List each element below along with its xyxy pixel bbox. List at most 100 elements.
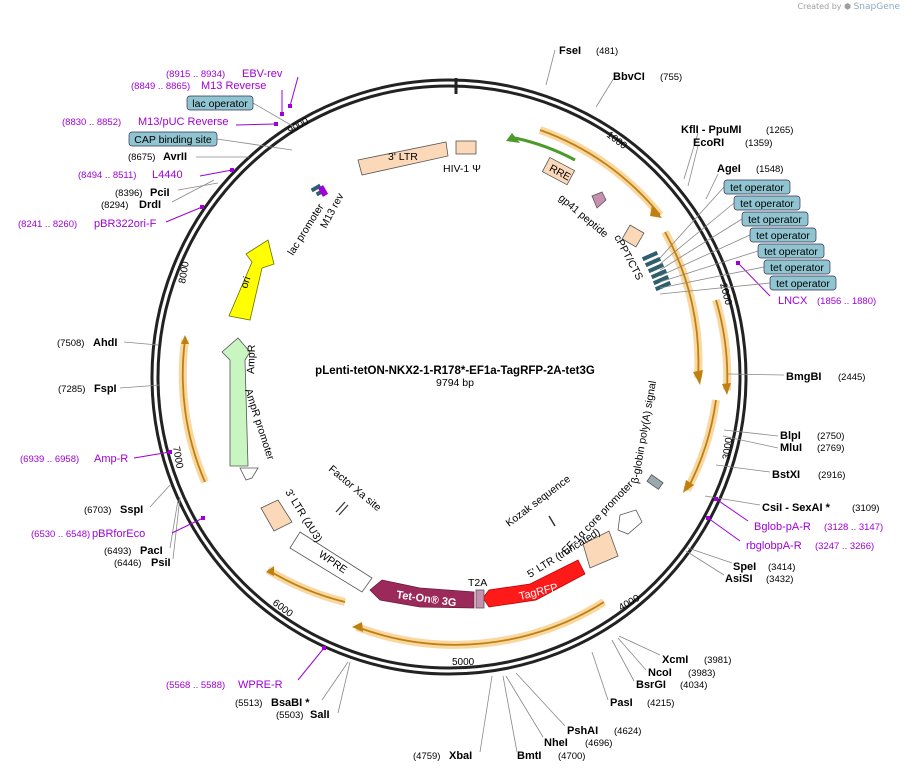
- kozak-label: Kozak sequence: [504, 473, 573, 529]
- feature-leader: [216, 138, 293, 151]
- enzyme-position: (8396): [115, 188, 142, 199]
- enzyme-position: (4759): [413, 751, 440, 762]
- enzyme-name: PsiI: [151, 557, 171, 569]
- t2a-box: [475, 589, 485, 609]
- primer-name: pBR322ori-F: [94, 218, 157, 230]
- feature-box: [128, 131, 218, 147]
- tick-label-7000: 7000: [170, 446, 185, 470]
- ltr3-box: [357, 141, 449, 176]
- primer-leader: [707, 517, 741, 542]
- enzyme-leader-NcoI: [617, 637, 647, 671]
- tet-operator-leader: [659, 282, 771, 295]
- tick-label-5000: 5000: [452, 657, 475, 668]
- enzyme-position: (3414): [768, 562, 795, 573]
- enzyme-name: XcmI: [662, 654, 688, 666]
- enzyme-position: (2750): [817, 431, 844, 442]
- orf-arrowhead-2: [693, 370, 703, 385]
- primer-range: (8849 .. 8865): [131, 81, 190, 92]
- primer-site-marker: [274, 122, 278, 126]
- enzyme-leader-BmgBI: [727, 373, 785, 376]
- bglob-pa-box: [646, 474, 664, 490]
- enzyme-leader-FseI: [545, 49, 556, 86]
- orf-arrowhead-6: [266, 566, 274, 576]
- hiv-psi-box: [455, 140, 477, 155]
- factor-xa-marker-2: [338, 504, 349, 516]
- enzyme-position: (2916): [818, 470, 845, 481]
- enzyme-leader-BsaBI: [321, 661, 349, 701]
- tet-operator-label: tet operator: [740, 198, 794, 210]
- enzyme-leader-BstXI: [715, 464, 771, 473]
- enzyme-position: (3432): [766, 574, 793, 585]
- enzyme-leader-BsrGI: [611, 639, 635, 682]
- orf-arc-7-line: [181, 339, 206, 483]
- tagrfp-arrow: [482, 559, 586, 608]
- enzyme-position: (4215): [647, 698, 674, 709]
- feature-leader: [252, 102, 297, 129]
- enzyme-name: AsiSI: [725, 573, 753, 585]
- primer-range: (8915 .. 8934): [166, 69, 225, 80]
- enzyme-position: (1265): [766, 125, 793, 136]
- primer-name: Bglob-pA-R: [754, 521, 811, 533]
- enzyme-leader-SpeI: [687, 547, 733, 564]
- enzyme-position: (4624): [614, 726, 641, 737]
- tet-operator-leader: [659, 186, 725, 259]
- primer-leader: [297, 647, 325, 681]
- tet-operator-leader: [659, 218, 743, 271]
- factor-xa-marker: [335, 501, 346, 513]
- primer-range: (8241 .. 8260): [18, 219, 77, 230]
- gp41-marker: [591, 191, 607, 209]
- enzyme-name: AhdI: [93, 337, 117, 349]
- enzyme-name: PshAI: [567, 725, 598, 737]
- primer-leader: [289, 76, 299, 107]
- tet-operator-box: [757, 243, 825, 259]
- tet-operator-box: [723, 179, 791, 195]
- enzyme-name: KflI - PpuMI: [681, 124, 742, 136]
- orf-arrowhead-1: [650, 205, 662, 218]
- enzyme-position: (1548): [756, 164, 783, 175]
- snapgene-logo-icon: ⬢: [844, 2, 852, 11]
- enzyme-leader-XbaI: [479, 675, 493, 753]
- enzyme-name: SspI: [120, 504, 143, 516]
- enzyme-name: FseI: [559, 45, 581, 57]
- tet-operator-leader: [659, 266, 765, 289]
- tet-operator-label: tet operator: [730, 182, 784, 194]
- snapgene-credit: Created by ⬢ SnapGene: [797, 2, 901, 12]
- enzyme-position: (8294): [101, 200, 128, 211]
- tet-operator-box: [741, 211, 809, 227]
- bglob-pa-label: β-globin poly(A) signal: [629, 380, 659, 485]
- enzyme-position: (6446): [114, 558, 141, 569]
- enzyme-position: (2445): [838, 372, 865, 383]
- enzyme-leader-PciI: [177, 182, 219, 191]
- feature-box-label: lac operator: [192, 98, 248, 110]
- enzyme-leader-FspI: [119, 384, 161, 389]
- enzyme-position: (6493): [104, 546, 131, 557]
- primer-leader: [165, 206, 203, 223]
- enzyme-name: AgeI: [717, 163, 741, 175]
- backbone-outer-ring: [150, 78, 748, 676]
- primer-site-marker: [714, 497, 718, 501]
- rre-box: [541, 156, 576, 186]
- orf-arrowhead-5: [352, 622, 363, 632]
- enzyme-leader-AsiSI: [685, 550, 725, 576]
- enzyme-name: BsrGI: [636, 679, 666, 691]
- enzyme-leader-AgeI: [705, 173, 719, 200]
- ori-arrow: [228, 239, 275, 321]
- plasmid-length: 9794 bp: [436, 377, 474, 389]
- primer-site-marker: [706, 516, 710, 520]
- tet-operator-label: tet operator: [764, 246, 818, 258]
- ltr3-label: 3' LTR: [388, 151, 418, 163]
- kozak-marker: [548, 515, 556, 527]
- enzyme-leader-KflI: [683, 132, 699, 180]
- ori-label: ori: [238, 275, 253, 290]
- primer-range: (5568 .. 5588): [166, 680, 225, 691]
- enzyme-position: (3109): [852, 503, 879, 514]
- primer-range: (6939 .. 6958): [20, 454, 79, 465]
- orf-arc-1-line: [539, 129, 661, 216]
- hiv-psi-label: HIV-1 Ψ: [443, 163, 481, 175]
- enzyme-position: (8675): [128, 152, 155, 163]
- lac-promoter-label: lac promoter: [285, 201, 326, 257]
- primer-range: (1856 .. 1880): [817, 296, 876, 307]
- enzyme-position: (755): [660, 72, 682, 83]
- enzyme-name: NheI: [544, 737, 568, 749]
- ltr5-box: [582, 530, 619, 569]
